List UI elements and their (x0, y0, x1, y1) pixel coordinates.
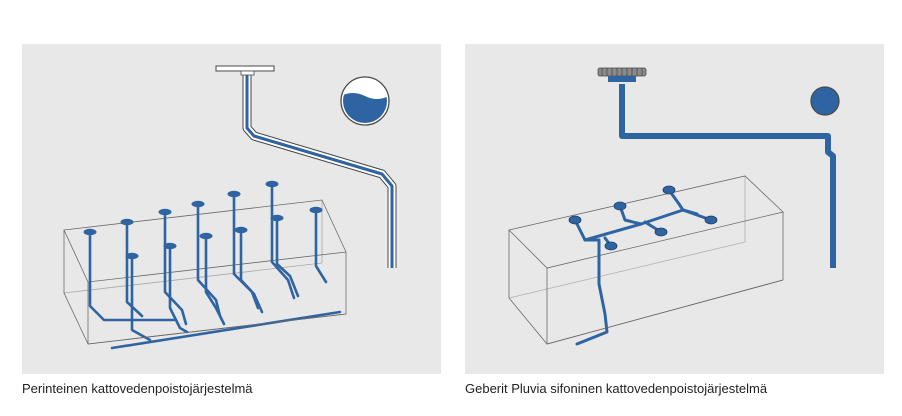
roof-drain-icon (125, 252, 139, 260)
roof-drain-icon (163, 242, 177, 250)
roof-drain-icon (199, 232, 213, 240)
traditional-drainage-diagram (63, 65, 397, 350)
caption-siphonic: Geberit Pluvia sifoninen kattovedenpoist… (465, 381, 768, 396)
siphonic-roof-outlet-icon (568, 215, 582, 225)
siphonic-drainage-panel (465, 44, 884, 374)
roof-drain-icon (158, 208, 172, 216)
siphonic-roof-outlet-icon (604, 241, 618, 251)
siphonic-main-pipe (619, 84, 836, 268)
siphonic-branch-network (573, 188, 713, 346)
collector-pipe (110, 310, 342, 350)
caption-traditional: Perinteinen kattovedenpoistojärjestelmä (22, 381, 253, 396)
siphonic-roof-outlet-icon (704, 215, 718, 225)
siphonic-roof-outlet-icon (597, 67, 647, 82)
roof-drain-outlets (83, 180, 323, 260)
siphonic-drainage-diagram (508, 67, 840, 346)
roof-drain-icon (227, 190, 241, 198)
building-box (508, 175, 784, 345)
full-pipe-icon (810, 86, 840, 116)
siphonic-roof-outlet-icon (654, 227, 668, 237)
roof-drain-icon (191, 200, 205, 208)
siphonic-roof-outlet-icon (662, 185, 676, 195)
siphonic-downpipe (575, 238, 609, 346)
traditional-drainage-panel (22, 44, 441, 374)
half-full-pipe-icon (340, 76, 390, 126)
siphonic-outlets (568, 185, 718, 251)
roof-drain-icon (215, 65, 275, 72)
siphonic-roof-outlet-icon (613, 201, 627, 211)
roof-drain-icon (270, 214, 284, 222)
roof-outlets-and-branches (88, 182, 342, 350)
roof-drain-icon (234, 226, 248, 234)
roof-drain-icon (120, 218, 134, 226)
roof-drain-icon (265, 180, 279, 188)
main-downpipe (215, 65, 397, 268)
roof-drain-icon (309, 206, 323, 214)
roof-drain-icon (83, 228, 97, 236)
